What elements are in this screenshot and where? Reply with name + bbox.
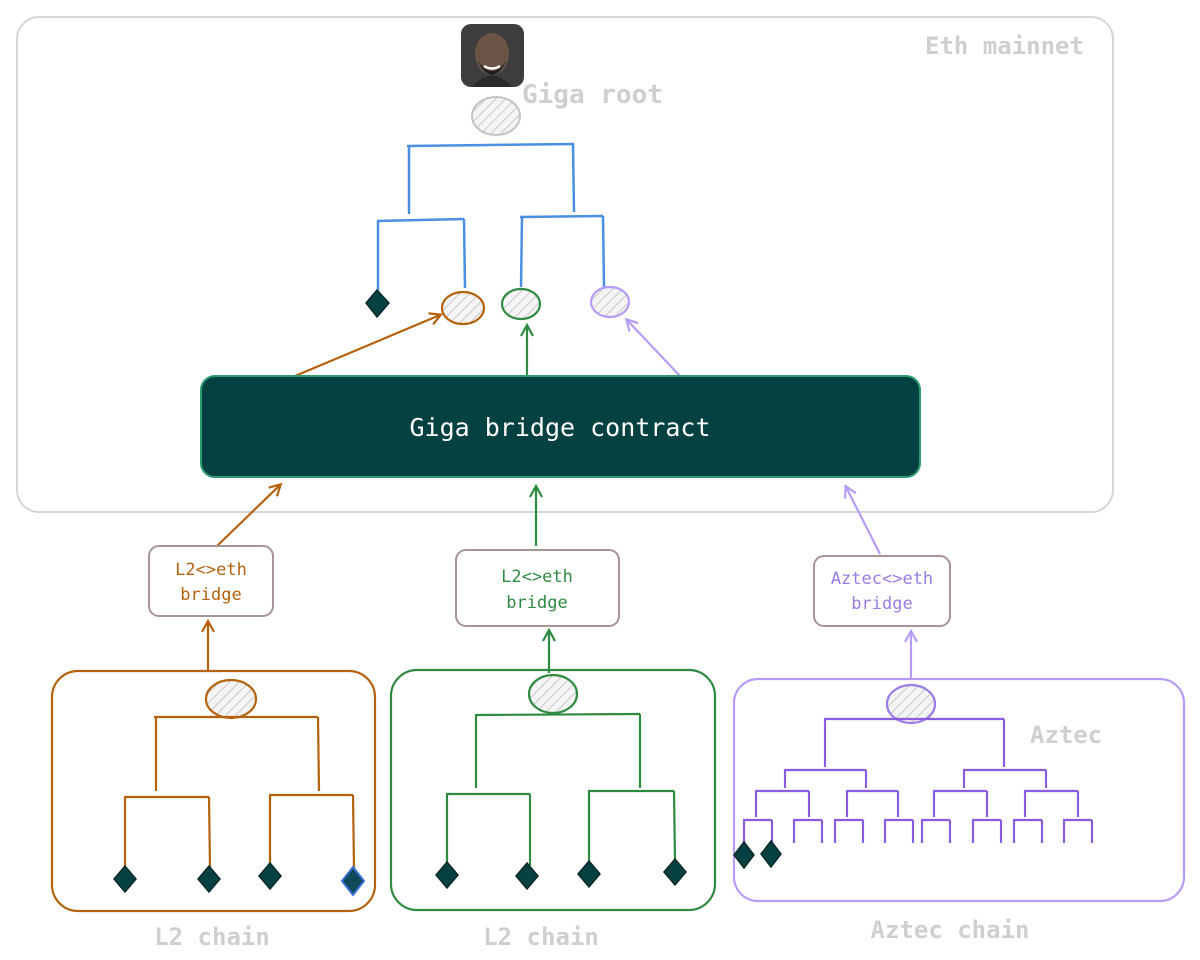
mainnet-leaf-diamond: [365, 288, 391, 319]
giga-root-label: Giga root: [522, 80, 663, 110]
purple-subroot-node: [589, 285, 631, 319]
l2-chain-1-root: [204, 678, 258, 720]
bridge-box-2: L2<>eth bridge: [455, 549, 620, 627]
giga-bridge-contract-label: Giga bridge contract: [409, 413, 710, 442]
leaf-diamond: [258, 861, 282, 891]
giga-root-node: [471, 96, 521, 136]
svg-text:Aztec<>eth: Aztec<>eth: [831, 569, 933, 589]
giga-tree: [376, 142, 606, 291]
l2-chain-2-label: L2 chain: [483, 923, 599, 951]
l2-chain-1-container: [50, 669, 377, 913]
aztec-chain-tree: [742, 717, 1094, 843]
aztec-chain-label: Aztec chain: [871, 916, 1030, 944]
l2-chain-1-tree: [123, 715, 356, 870]
arrow-purple-to-root: [627, 320, 681, 377]
l2-chain-1-label: L2 chain: [154, 923, 270, 951]
leaf-diamond: [663, 857, 687, 887]
leaf-diamond: [733, 840, 755, 870]
aztec-chain-root: [885, 683, 937, 725]
giga-bridge-contract-box: [200, 375, 921, 478]
svg-text:bridge: bridge: [851, 594, 912, 614]
svg-text:bridge: bridge: [506, 593, 567, 613]
svg-text:L2<>eth: L2<>eth: [501, 567, 573, 587]
leaf-diamond-highlighted: [340, 865, 366, 897]
leaf-diamond: [435, 860, 459, 890]
avatar: [461, 24, 524, 87]
leaf-diamond: [197, 864, 221, 894]
leaf-diamond: [760, 839, 782, 869]
leaf-diamond: [515, 861, 539, 891]
l2-chain-2-container: [389, 668, 717, 912]
l2-chain-2-tree: [445, 712, 677, 866]
arrow-bridge-orange: [216, 485, 280, 547]
bridge-box-3: Aztec<>eth bridge: [813, 555, 951, 627]
leaf-diamond: [113, 864, 137, 894]
svg-text:L2<>eth: L2<>eth: [175, 560, 247, 580]
green-subroot-node: [500, 287, 542, 321]
aztec-chain-container: [732, 677, 1186, 903]
arrow-orange-to-root: [294, 315, 440, 378]
arrow-bridge-purple: [846, 487, 881, 555]
bridge-box-1: L2<>eth bridge: [148, 545, 274, 617]
aztec-label: Aztec: [1030, 721, 1102, 749]
svg-text:bridge: bridge: [180, 585, 241, 605]
eth-mainnet-label: Eth mainnet: [925, 32, 1084, 60]
leaf-diamond: [577, 859, 601, 889]
eth-mainnet-container: [16, 16, 1114, 513]
orange-subroot-node: [440, 290, 486, 326]
l2-chain-2-root: [527, 673, 579, 715]
